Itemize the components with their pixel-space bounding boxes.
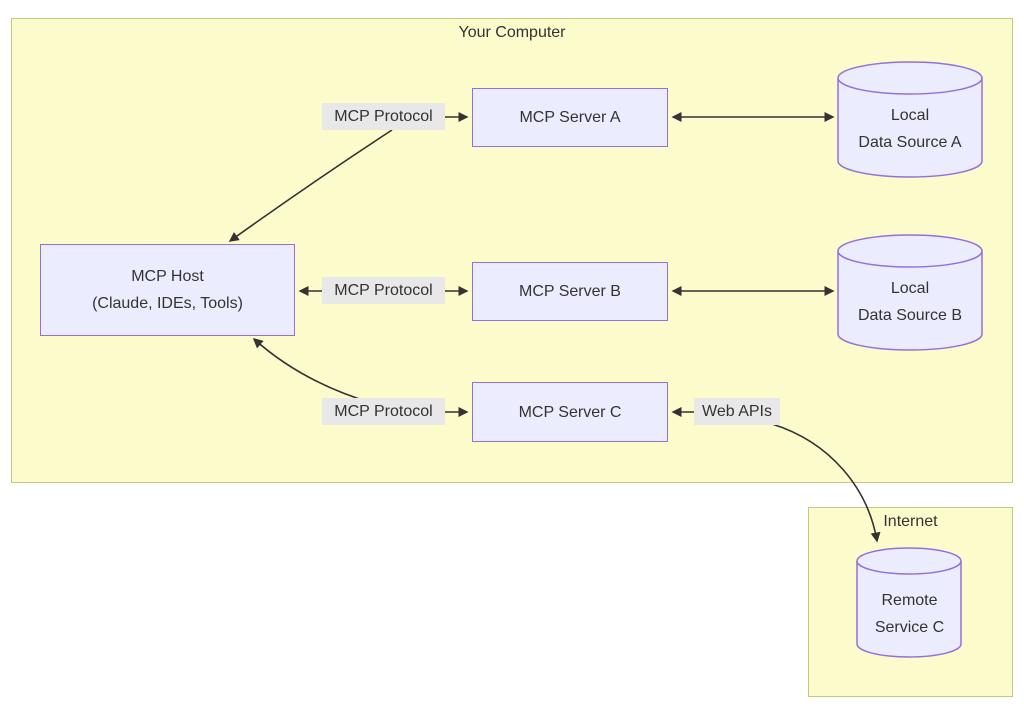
cluster-internet: Internet	[808, 507, 1013, 697]
node-mcp-host-line2: (Claude, IDEs, Tools)	[92, 295, 243, 312]
node-remote-service-c-label: Remote Service C	[857, 587, 962, 641]
cluster-internet-label: Internet	[883, 513, 938, 530]
node-mcp-server-b-label: MCP Server B	[519, 283, 621, 300]
node-mcp-server-a: MCP Server A	[472, 88, 668, 147]
edge-webapis-to-remote-c	[771, 423, 881, 543]
remote-service-c-line1: Remote	[881, 592, 938, 609]
node-mcp-server-b: MCP Server B	[472, 262, 668, 321]
node-local-data-source-b-label: Local Data Source B	[838, 275, 982, 329]
local-data-source-a-line1: Local	[890, 107, 930, 124]
cluster-your-computer-label: Your Computer	[458, 24, 566, 41]
remote-service-c-line2: Service C	[874, 619, 945, 636]
local-data-source-a-line2: Data Source A	[858, 134, 962, 151]
edge-host-server-c-curve	[252, 337, 373, 404]
edge-label-mcp-protocol-c: MCP Protocol	[322, 398, 445, 425]
node-mcp-server-c: MCP Server C	[472, 382, 668, 442]
node-mcp-server-a-label: MCP Server A	[519, 109, 621, 126]
node-local-data-source-a-label: Local Data Source A	[838, 102, 982, 156]
node-mcp-host: MCP Host (Claude, IDEs, Tools)	[40, 244, 295, 336]
remote-service-c-cylinder	[856, 547, 962, 658]
local-data-source-b-line1: Local	[890, 280, 930, 297]
local-data-source-b-cylinder	[837, 234, 983, 351]
edge-label-web-apis: Web APIs	[694, 398, 780, 425]
edge-host-server-a-curve	[228, 129, 393, 242]
node-mcp-host-line1: MCP Host	[131, 268, 204, 285]
node-mcp-server-c-label: MCP Server C	[518, 403, 622, 421]
edge-label-mcp-protocol-a: MCP Protocol	[322, 103, 445, 130]
edge-label-mcp-protocol-b: MCP Protocol	[322, 277, 445, 304]
local-data-source-b-line2: Data Source B	[857, 307, 963, 324]
local-data-source-a-cylinder	[837, 61, 983, 178]
